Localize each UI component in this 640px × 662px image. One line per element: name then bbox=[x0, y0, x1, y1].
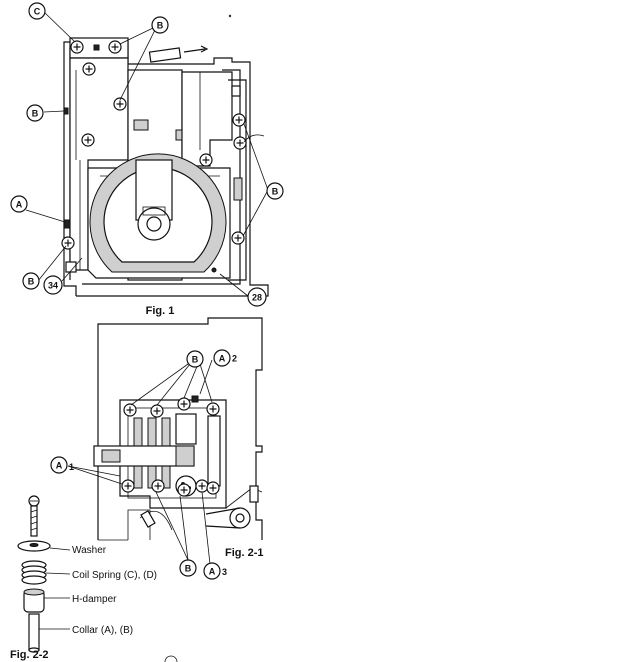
fig1-caption: Fig. 1 bbox=[146, 305, 175, 317]
fig2-2-drawing bbox=[17, 495, 71, 653]
svg-text:B: B bbox=[272, 187, 279, 197]
callout-b-fig2-1-top: B bbox=[186, 350, 204, 368]
svg-text:A: A bbox=[16, 200, 23, 210]
fig2-1-drawing bbox=[67, 317, 263, 565]
svg-text:2: 2 bbox=[232, 354, 237, 364]
callout-b-fig1-right: B bbox=[266, 182, 284, 200]
callout-34: 34 bbox=[43, 275, 63, 295]
callout-a3: A 3 bbox=[203, 562, 227, 580]
svg-text:1: 1 bbox=[69, 462, 74, 472]
fig1-drawing bbox=[25, 11, 269, 297]
callout-b-fig1-left: B bbox=[26, 104, 44, 122]
part-label-washer: Washer bbox=[72, 545, 107, 556]
svg-text:3: 3 bbox=[222, 567, 227, 577]
svg-text:C: C bbox=[34, 7, 41, 17]
svg-text:B: B bbox=[185, 564, 192, 574]
callout-c-fig1: C bbox=[28, 2, 46, 20]
svg-text:A: A bbox=[219, 354, 226, 364]
part-label-collar: Collar (A), (B) bbox=[72, 625, 133, 636]
svg-text:B: B bbox=[32, 109, 39, 119]
callout-b-fig2-1-bottom: B bbox=[179, 559, 197, 577]
part-label-h-damper: H-damper bbox=[72, 594, 117, 605]
svg-text:B: B bbox=[28, 277, 35, 287]
svg-text:B: B bbox=[192, 355, 199, 365]
fig2-2-caption: Fig. 2-2 bbox=[10, 649, 49, 661]
callout-a2: A 2 bbox=[213, 349, 237, 367]
svg-text:A: A bbox=[56, 461, 63, 471]
svg-text:28: 28 bbox=[252, 293, 262, 303]
fig2-1-caption: Fig. 2-1 bbox=[225, 547, 264, 559]
callout-b-fig1-bottom: B bbox=[22, 272, 40, 290]
svg-text:A: A bbox=[209, 567, 216, 577]
callout-a1: A 1 bbox=[50, 456, 74, 474]
part-label-coil-spring: Coil Spring (C), (D) bbox=[72, 570, 157, 581]
stray-mark-bottom bbox=[164, 655, 178, 662]
callout-28: 28 bbox=[247, 287, 267, 307]
callout-b-fig1-top: B bbox=[151, 16, 169, 34]
svg-text:34: 34 bbox=[48, 281, 58, 291]
svg-text:B: B bbox=[157, 21, 164, 31]
callout-a-fig1: A bbox=[10, 195, 28, 213]
stray-mark bbox=[228, 14, 232, 18]
